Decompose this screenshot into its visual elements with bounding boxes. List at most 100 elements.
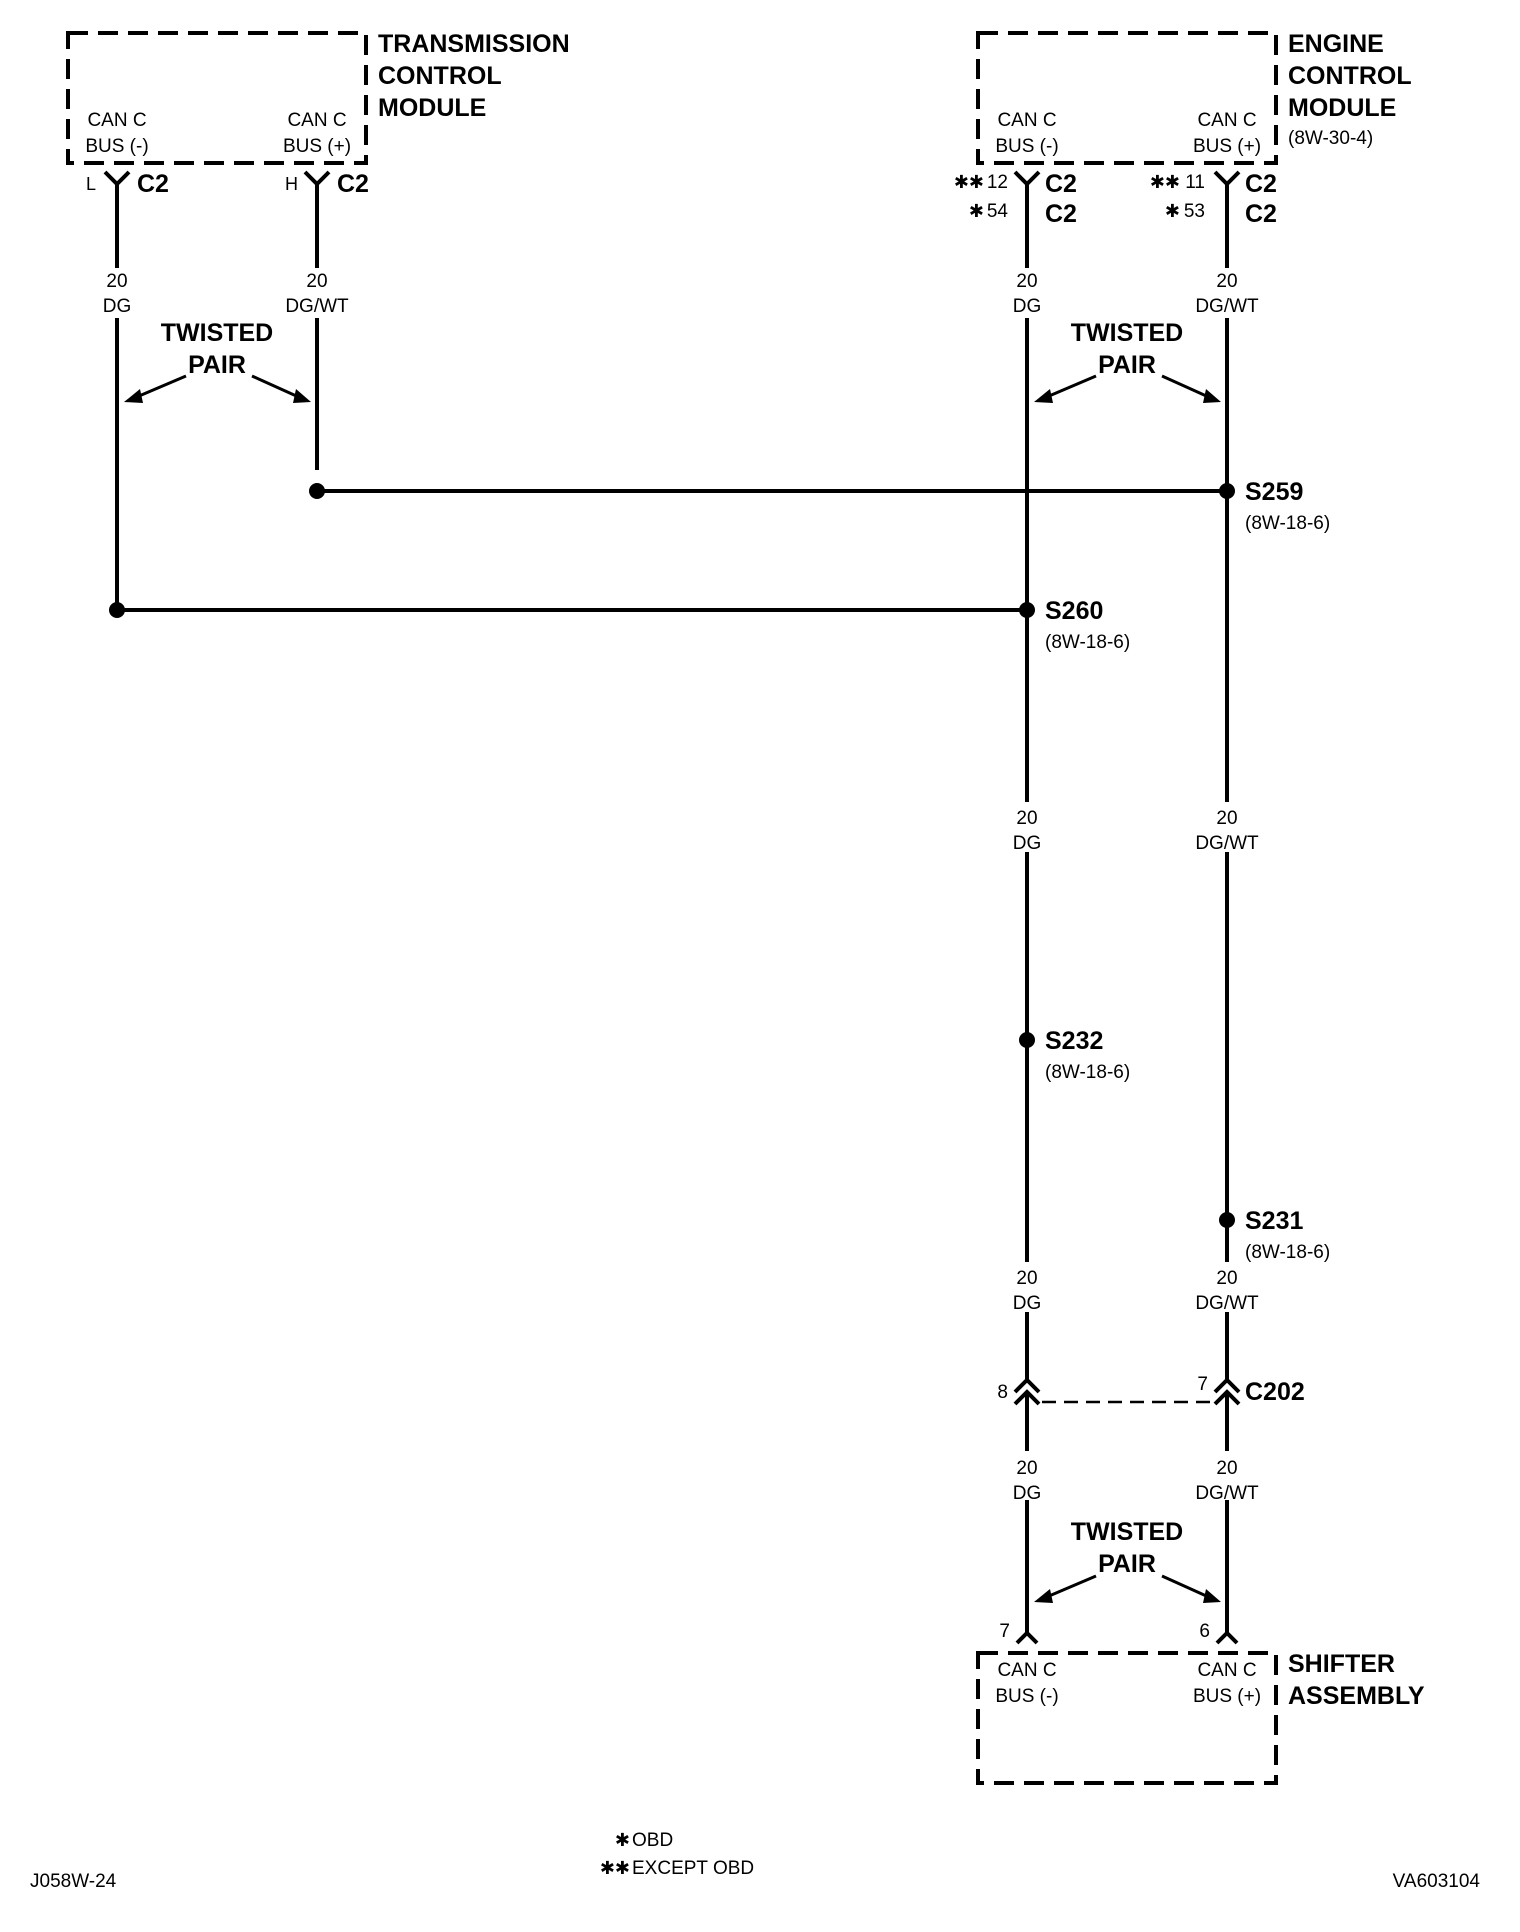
wire-label-ecm-dg-4: 20 DG [1013, 1458, 1042, 1504]
svg-text:DG: DG [1013, 296, 1042, 317]
tcm-pin-left-label: CAN C BUS (-) [85, 110, 148, 157]
svg-text:BUS (-): BUS (-) [995, 136, 1058, 157]
svg-text:DG/WT: DG/WT [1195, 1483, 1259, 1504]
splice-s231-label: S231 (8W-18-6) [1245, 1207, 1330, 1263]
splice-dot-tcm-dg [109, 602, 125, 618]
svg-text:CAN C: CAN C [287, 110, 346, 131]
svg-text:20: 20 [1016, 271, 1037, 292]
svg-text:CAN C: CAN C [1197, 1660, 1256, 1681]
ecm-pin-left-label: CAN C BUS (-) [995, 110, 1058, 157]
svg-text:ASSEMBLY: ASSEMBLY [1288, 1682, 1425, 1710]
ecm-left-connector: ✱✱ 12 ✱ 54 C2 C2 [954, 170, 1077, 228]
svg-text:✱✱: ✱✱ [954, 172, 984, 192]
tcm-pin-right-label: CAN C BUS (+) [283, 110, 351, 157]
svg-text:TWISTED: TWISTED [1071, 1518, 1184, 1546]
svg-text:✱: ✱ [615, 1830, 630, 1850]
splice-dot-tcm-dgwt [309, 483, 325, 499]
svg-text:53: 53 [1184, 201, 1205, 222]
svg-text:C2: C2 [1245, 170, 1277, 198]
svg-text:20: 20 [1216, 1268, 1237, 1289]
shifter-pin-left-label: CAN C BUS (-) [995, 1660, 1058, 1707]
wire-label-ecm-dg-2: 20 DG [1013, 808, 1042, 854]
shifter-pin-right-label: CAN C BUS (+) [1193, 1660, 1261, 1707]
footer-figure-id: J058W-24 [30, 1871, 117, 1892]
svg-text:✱: ✱ [969, 201, 984, 221]
wire-label-ecm-dgwt-3: 20 DG/WT [1195, 1268, 1259, 1314]
splice-dot-s259 [1219, 483, 1235, 499]
svg-text:H: H [285, 174, 298, 194]
svg-text:DG: DG [1013, 1293, 1042, 1314]
ecm-label: ENGINE CONTROL MODULE (8W-30-4) [1288, 30, 1412, 149]
svg-text:12: 12 [987, 172, 1008, 193]
svg-text:BUS (+): BUS (+) [1193, 1686, 1261, 1707]
wire-label-tcm-dgwt: 20 DG/WT [285, 271, 349, 317]
svg-text:20: 20 [1216, 808, 1237, 829]
svg-text:6: 6 [1199, 1621, 1210, 1642]
svg-text:MODULE: MODULE [1288, 94, 1396, 122]
twisted-pair-shifter: TWISTED PAIR [1034, 1518, 1221, 1603]
twisted-pair-ecm: TWISTED PAIR [1034, 319, 1221, 403]
splice-s260-label: S260 (8W-18-6) [1045, 597, 1130, 653]
svg-text:11: 11 [1185, 172, 1205, 193]
shifter-left-connector: 7 [999, 1621, 1039, 1645]
svg-text:DG: DG [1013, 1483, 1042, 1504]
svg-text:7: 7 [999, 1621, 1010, 1642]
legend-except-obd: ✱✱ EXCEPT OBD [600, 1858, 754, 1879]
tcm-box [66, 31, 368, 165]
svg-text:PAIR: PAIR [188, 351, 246, 379]
splice-dot-s231 [1219, 1212, 1235, 1228]
svg-text:TRANSMISSION: TRANSMISSION [378, 30, 570, 58]
svg-text:CONTROL: CONTROL [378, 62, 502, 90]
svg-text:(8W-18-6): (8W-18-6) [1045, 1062, 1130, 1083]
splice-s259-label: S259 (8W-18-6) [1245, 478, 1330, 534]
svg-text:20: 20 [1216, 1458, 1237, 1479]
svg-text:20: 20 [1016, 808, 1037, 829]
wire-label-ecm-dg-3: 20 DG [1013, 1268, 1042, 1314]
svg-text:BUS (-): BUS (-) [85, 136, 148, 157]
svg-text:54: 54 [987, 201, 1009, 222]
svg-text:ENGINE: ENGINE [1288, 30, 1384, 58]
svg-text:C2: C2 [1045, 170, 1077, 198]
twisted-pair-tcm: TWISTED PAIR [124, 319, 311, 403]
svg-text:DG/WT: DG/WT [1195, 1293, 1259, 1314]
svg-text:DG/WT: DG/WT [1195, 833, 1259, 854]
svg-text:TWISTED: TWISTED [161, 319, 274, 347]
svg-text:S259: S259 [1245, 478, 1303, 506]
svg-text:20: 20 [106, 271, 127, 292]
shifter-box [976, 1651, 1278, 1785]
svg-text:L: L [86, 174, 96, 194]
svg-text:C2: C2 [1245, 200, 1277, 228]
svg-text:20: 20 [1016, 1458, 1037, 1479]
svg-text:✱✱: ✱✱ [1150, 172, 1180, 192]
svg-text:S260: S260 [1045, 597, 1103, 625]
svg-text:(8W-30-4): (8W-30-4) [1288, 128, 1373, 149]
svg-text:CAN C: CAN C [1197, 110, 1256, 131]
svg-text:CONTROL: CONTROL [1288, 62, 1412, 90]
shifter-label: SHIFTER ASSEMBLY [1288, 1650, 1425, 1710]
svg-text:C2: C2 [337, 170, 369, 198]
svg-text:TWISTED: TWISTED [1071, 319, 1184, 347]
wire-label-tcm-dg: 20 DG [103, 271, 132, 317]
svg-text:CAN C: CAN C [997, 110, 1056, 131]
svg-text:PAIR: PAIR [1098, 1550, 1156, 1578]
wire-label-ecm-dg-1: 20 DG [1013, 271, 1042, 317]
svg-text:✱: ✱ [1165, 201, 1180, 221]
splice-dot-s232 [1019, 1032, 1035, 1048]
ecm-right-connector: ✱✱ 11 ✱ 53 C2 C2 [1150, 170, 1277, 228]
svg-text:20: 20 [306, 271, 327, 292]
shifter-right-connector: 6 [1199, 1621, 1239, 1645]
tcm-right-connector: H C2 [285, 170, 369, 198]
svg-text:MODULE: MODULE [378, 94, 486, 122]
wire-label-ecm-dgwt-2: 20 DG/WT [1195, 808, 1259, 854]
svg-text:OBD: OBD [632, 1830, 673, 1851]
tcm-left-connector: L C2 [86, 170, 169, 198]
svg-text:(8W-18-6): (8W-18-6) [1045, 632, 1130, 653]
svg-text:20: 20 [1216, 271, 1237, 292]
svg-text:8: 8 [997, 1382, 1008, 1403]
svg-text:(8W-18-6): (8W-18-6) [1245, 1242, 1330, 1263]
splice-dot-s260 [1019, 602, 1035, 618]
svg-text:(8W-18-6): (8W-18-6) [1245, 513, 1330, 534]
svg-text:DG: DG [103, 296, 132, 317]
svg-text:SHIFTER: SHIFTER [1288, 1650, 1395, 1678]
